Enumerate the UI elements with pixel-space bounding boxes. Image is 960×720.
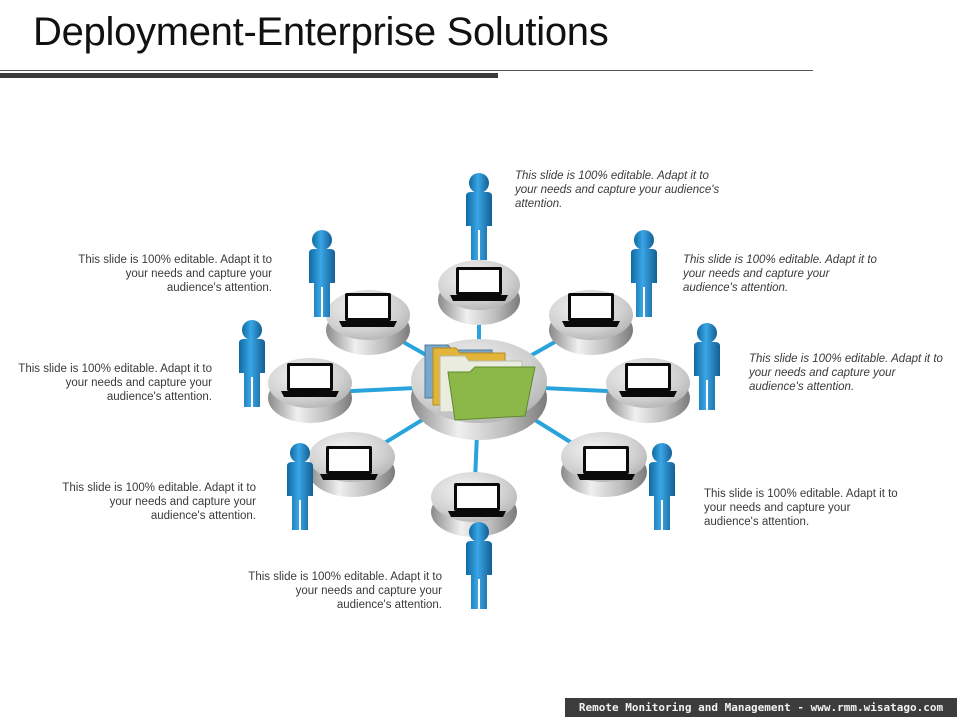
person-icon	[649, 443, 675, 530]
laptop-icon	[450, 267, 508, 301]
node-top	[438, 260, 520, 325]
watermark-banner: Remote Monitoring and Management - www.r…	[565, 698, 957, 717]
node-lower-right	[561, 432, 647, 497]
person-icon	[239, 320, 265, 407]
caption-left: This slide is 100% editable. Adapt it to…	[18, 363, 212, 403]
caption-upper-left: This slide is 100% editable. Adapt it to…	[78, 254, 272, 294]
laptop-icon	[320, 446, 378, 480]
page-title: Deployment-Enterprise Solutions	[33, 10, 609, 54]
folders-icon	[424, 344, 536, 421]
central-hub	[411, 339, 547, 440]
node-upper-left	[326, 290, 410, 355]
caption-lower-right: This slide is 100% editable. Adapt it to…	[704, 488, 898, 528]
title-rule-thick	[0, 73, 498, 78]
caption-bottom: This slide is 100% editable. Adapt it to…	[248, 571, 442, 611]
node-bottom	[431, 472, 517, 537]
node-lower-left	[309, 432, 395, 497]
caption-upper-right: This slide is 100% editable. Adapt it to…	[683, 254, 877, 294]
title-rule-thin	[0, 70, 813, 71]
caption-lower-left: This slide is 100% editable. Adapt it to…	[62, 482, 256, 522]
laptop-icon	[577, 446, 635, 480]
laptop-icon	[281, 363, 339, 397]
person-icon	[466, 522, 492, 609]
laptop-icon	[562, 293, 620, 327]
person-icon	[287, 443, 313, 530]
laptop-icon	[339, 293, 397, 327]
node-left	[268, 358, 352, 423]
node-upper-right	[549, 290, 633, 355]
caption-top: This slide is 100% editable. Adapt it to…	[515, 170, 720, 210]
person-icon	[631, 230, 657, 317]
node-right	[606, 358, 690, 423]
laptop-icon	[619, 363, 677, 397]
person-icon	[466, 173, 492, 260]
person-icon	[694, 323, 720, 410]
laptop-icon	[448, 483, 506, 517]
caption-right: This slide is 100% editable. Adapt it to…	[749, 353, 943, 393]
